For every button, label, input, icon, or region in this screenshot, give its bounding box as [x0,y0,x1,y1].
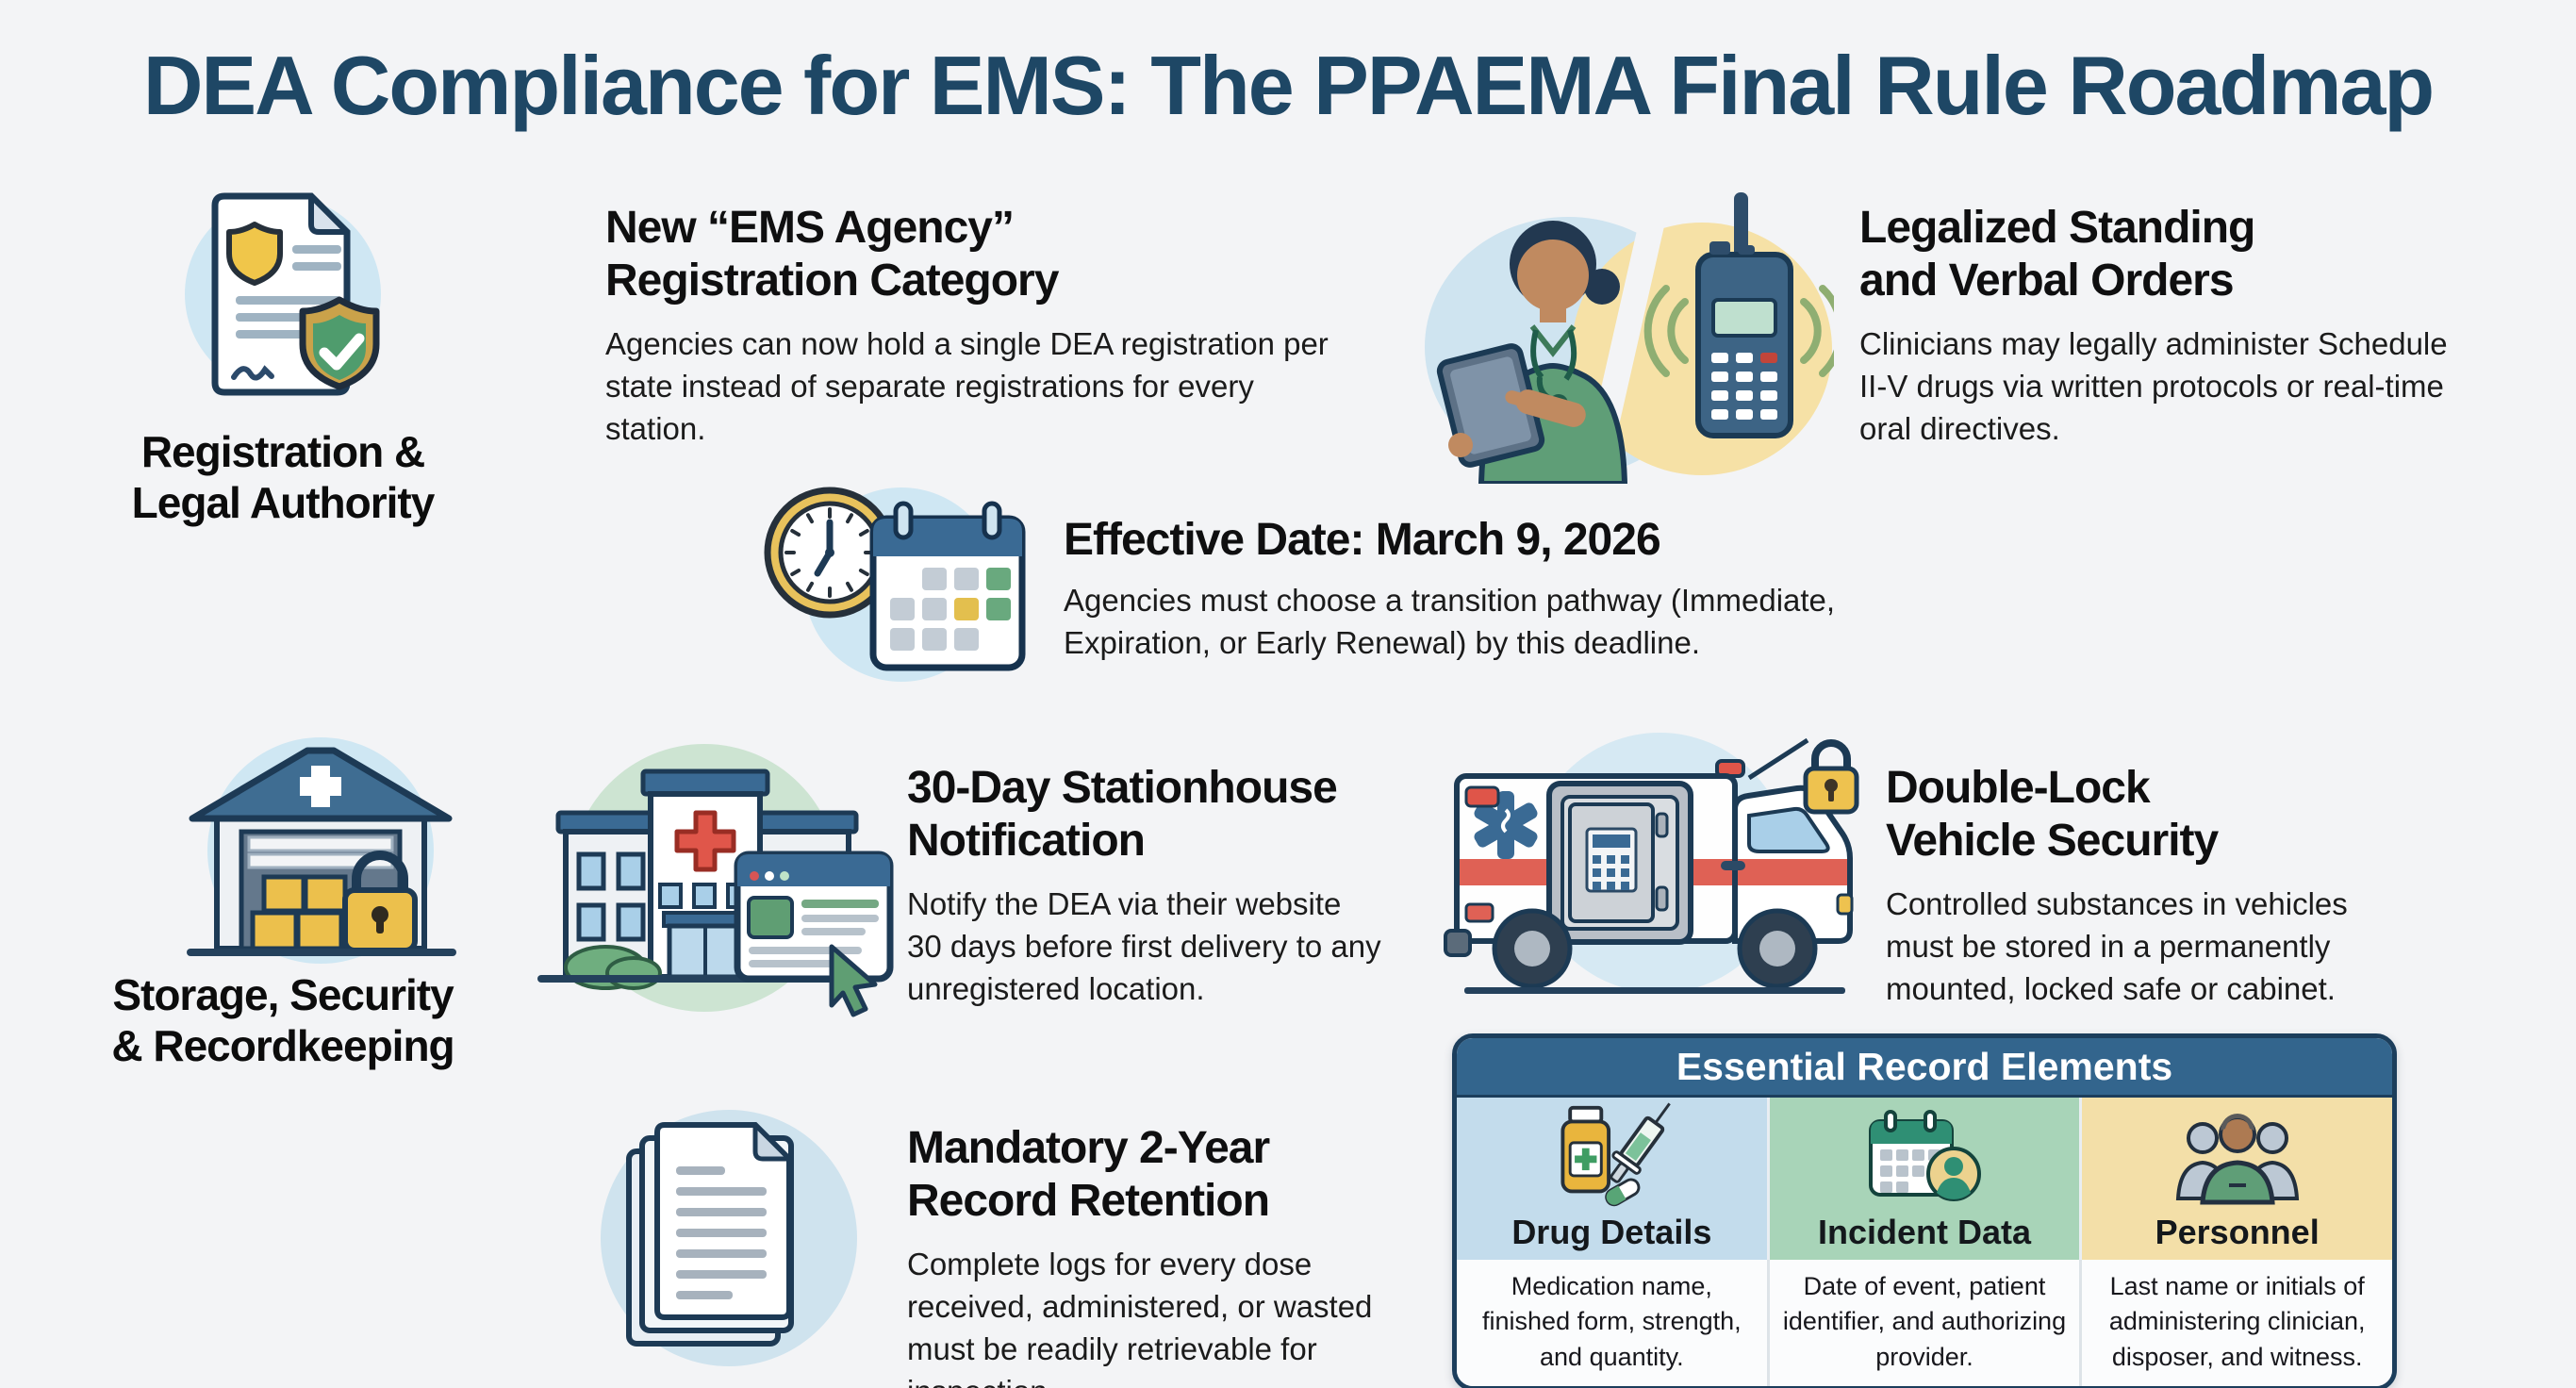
card-body: Complete logs for every dose received, a… [907,1247,1373,1388]
column-label: Personnel [2155,1213,2320,1251]
card-heading: Mandatory 2-Year Record Retention [907,1123,1270,1226]
card-heading: Legalized Standing and Verbal Orders [1859,203,2255,306]
group-label-registration: Registration & Legal Authority [75,426,490,529]
hospital-website-icon [520,722,898,1043]
table-columns: Drug Details [1457,1098,2392,1260]
documents-icon [570,1097,886,1384]
card-record-retention: Mandatory 2-Year Record Retention Comple… [907,1122,1446,1388]
column-label: Incident Data [1817,1213,2032,1251]
group-label-line: Registration & [140,427,425,476]
group-label-line: & Recordkeeping [111,1021,454,1071]
card-heading: Effective Date: March 9, 2026 [1064,515,1661,565]
card-heading: New “EMS Agency” Registration Category [605,203,1059,306]
card-body: Agencies can now hold a single DEA regis… [605,326,1329,447]
page-title: DEA Compliance for EMS: The PPAEMA Final… [142,39,2435,132]
column-description: Last name or initials of administering c… [2079,1260,2392,1386]
clock-calendar-icon [743,470,1054,702]
column-description: Date of event, patient identifier, and a… [1766,1260,2080,1386]
column-description: Medication name, finished form, strength… [1482,1272,1742,1371]
table-title: Essential Record Elements [1457,1038,2392,1098]
group-label-line: Storage, Security [112,970,454,1019]
certificate-shield-icon [172,177,398,422]
card-legalized-orders: Legalized Standing and Verbal Orders Cli… [1859,202,2449,451]
card-heading: Double-Lock Vehicle Security [1886,763,2219,866]
card-body: Controlled substances in vehicles must b… [1886,886,2348,1007]
paramedic-radio-icon [1410,168,1845,488]
column-label: Drug Details [1511,1213,1712,1251]
card-vehicle-security: Double-Lock Vehicle Security Controlled … [1886,762,2395,1011]
card-body: Notify the DEA via their website 30 days… [907,886,1381,1007]
group-label-storage: Storage, Security & Recordkeeping [38,969,528,1072]
card-effective-date: Effective Date: March 9, 2026 Agencies m… [1064,514,1865,664]
group-label-line: Legal Authority [131,478,436,528]
essential-record-elements-table: Essential Record Elements [1452,1033,2397,1388]
column-incident-data: Incident Data [1766,1098,2080,1260]
card-body: Agencies must choose a transition pathwa… [1064,582,1836,660]
card-ems-agency: New “EMS Agency” Registration Category A… [605,202,1360,451]
card-body: Clinicians may legally administer Schedu… [1859,326,2448,447]
card-heading: 30-Day Stationhouse Notification [907,763,1338,866]
calendar-person-icon [1863,1099,1986,1211]
warehouse-lock-icon [158,726,484,978]
column-personnel: Personnel [2079,1098,2392,1260]
column-drug-details: Drug Details [1457,1098,1767,1260]
medication-syringe-icon [1548,1099,1676,1211]
table-descriptions: Medication name, finished form, strength… [1457,1260,2392,1386]
people-icon [2167,1099,2308,1211]
ambulance-safe-icon [1438,719,1872,1021]
card-stationhouse: 30-Day Stationhouse Notification Notify … [907,762,1383,1011]
